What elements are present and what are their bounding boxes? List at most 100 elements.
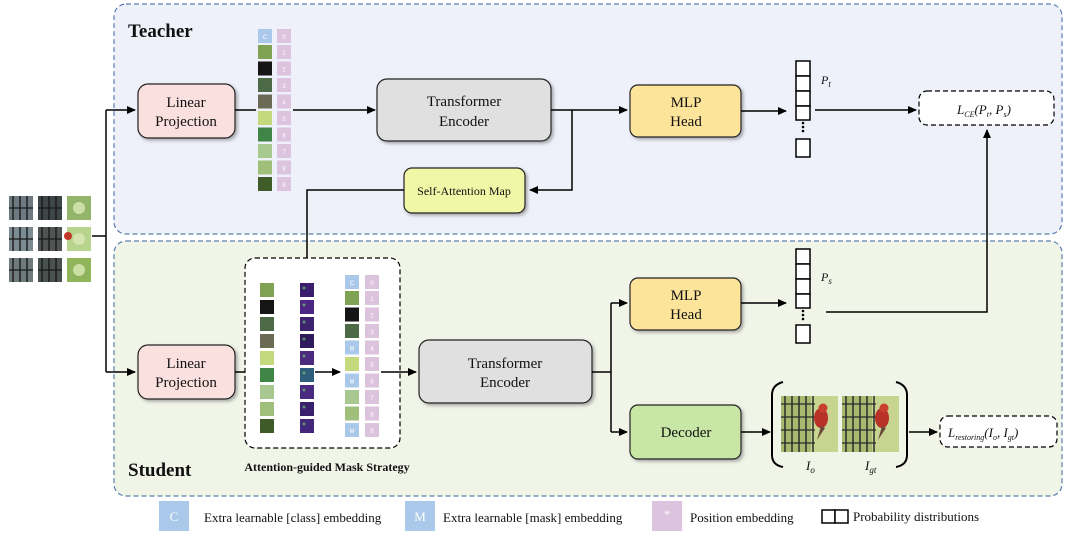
mask-patch-token [260, 351, 274, 365]
student-mask-token [345, 340, 359, 355]
mask-strategy-patches [260, 283, 274, 433]
mask-strategy-attention-column [300, 283, 314, 433]
teacher-prob-label: Pt [820, 73, 831, 89]
attention-weight-cell [300, 385, 314, 399]
student-position-index: 5 [370, 363, 374, 369]
student-position-index: 8 [370, 413, 374, 419]
attention-weight-speck [302, 320, 306, 324]
mask-patch-token [260, 419, 274, 433]
student-mask-token-label: M [350, 380, 355, 386]
student-patch-token [345, 324, 359, 338]
input-patch-blur [73, 264, 85, 276]
image-bird-body [814, 408, 828, 428]
student-patch-token [345, 390, 359, 404]
attention-weight-speck [302, 303, 306, 307]
legend-prob-swatch-1 [821, 509, 836, 524]
input-arrow-stem [92, 110, 107, 372]
student-prob-distribution [795, 248, 811, 344]
teacher-transformer-encoder [376, 78, 552, 142]
student-position-token [365, 423, 379, 437]
ce-loss-label: LCE(Pt, Ps) [956, 102, 1011, 119]
teacher-position-token [277, 61, 291, 76]
legend-prob-swatch-2 [834, 509, 849, 524]
student-class-token-label: C [350, 281, 355, 287]
attention-weight-speck [302, 388, 306, 392]
ce-loss-box [918, 90, 1055, 126]
input-patch-bird [64, 232, 72, 240]
mask-strategy-label: Attention-guided Mask Strategy [244, 460, 409, 474]
student-mask-token-label: M [350, 347, 355, 353]
mask-patch-token [260, 368, 274, 382]
student-position-index: 9 [370, 429, 374, 435]
teacher-position-index: 4 [282, 101, 286, 107]
teacher-encoder-line2: Encoder [439, 114, 489, 130]
legend-prob-text: Probability distributions [853, 509, 979, 524]
teacher-class-token-label: C [263, 35, 268, 41]
teacher-position-index: 9 [282, 183, 286, 189]
input-patch-blur [73, 202, 85, 214]
restoring-loss-box [939, 415, 1058, 448]
input-patch-blur [73, 233, 85, 245]
teacher-patch-token [258, 111, 272, 125]
student-mask-token-label: M [350, 429, 355, 435]
teacher-class-token [258, 29, 272, 43]
teacher-position-index: 6 [282, 134, 286, 140]
teacher-position-token [277, 78, 291, 92]
attention-weight-cell [300, 368, 314, 382]
student-position-token [365, 291, 379, 305]
images-right-bracket [895, 381, 908, 468]
legend-class-swatch [159, 501, 189, 531]
teacher-position-token [277, 45, 291, 59]
teacher-position-token [277, 160, 291, 175]
attention-weight-cell [300, 300, 314, 314]
student-encoder-line1: Transformer [468, 356, 542, 372]
image-bird-tail [878, 426, 886, 440]
teacher-patch-token [258, 144, 272, 158]
input-patch [9, 227, 33, 251]
attention-weight-speck [302, 337, 306, 341]
teacher-patch-token [258, 94, 272, 109]
attention-weight-cell [300, 334, 314, 348]
teacher-patch-token [258, 61, 272, 76]
image-bird-body [875, 408, 889, 428]
attention-mask-strategy-box [244, 257, 401, 449]
image-bird-head [818, 403, 828, 413]
input-patches [9, 196, 91, 282]
legend-position-text: Position embedding [690, 510, 794, 525]
student-position-token [365, 275, 379, 289]
teacher-encoder-to-attention-arrow [529, 110, 573, 194]
student-title: Student [128, 460, 192, 481]
legend-position-symbol: * [664, 507, 670, 521]
legend-class-text: Extra learnable [class] embedding [204, 510, 382, 525]
teacher-position-index: 7 [282, 150, 286, 156]
teacher-position-index: 3 [282, 84, 286, 90]
attention-weight-cell [300, 351, 314, 365]
reconstructed-image [781, 396, 838, 452]
attention-weight-cell [300, 283, 314, 297]
input-patch [38, 227, 62, 251]
student-encoder-line2: Encoder [480, 375, 530, 391]
image-gt-label: Igt [864, 458, 877, 475]
attention-weight-speck [302, 354, 306, 358]
student-position-token [365, 324, 379, 338]
teacher-panel [113, 3, 1063, 235]
images-left-bracket [771, 381, 784, 468]
student-position-token [365, 390, 379, 404]
attention-weight-cell [300, 419, 314, 433]
teacher-patch-token [258, 45, 272, 59]
teacher-patch-token [258, 177, 272, 191]
image-bird-head [879, 403, 889, 413]
student-patch-token [345, 406, 359, 421]
teacher-patch-token [258, 127, 272, 142]
student-mask-token [345, 373, 359, 388]
attention-weight-cell [300, 402, 314, 416]
student-linear-projection-line1: Linear [166, 356, 205, 372]
attention-weight-speck [302, 422, 306, 426]
teacher-position-token [277, 144, 291, 158]
legend-mask-swatch [405, 501, 435, 531]
student-linear-projection-line2: Projection [155, 375, 217, 391]
ground-truth-image [842, 396, 899, 452]
student-mlp-head [629, 277, 742, 331]
